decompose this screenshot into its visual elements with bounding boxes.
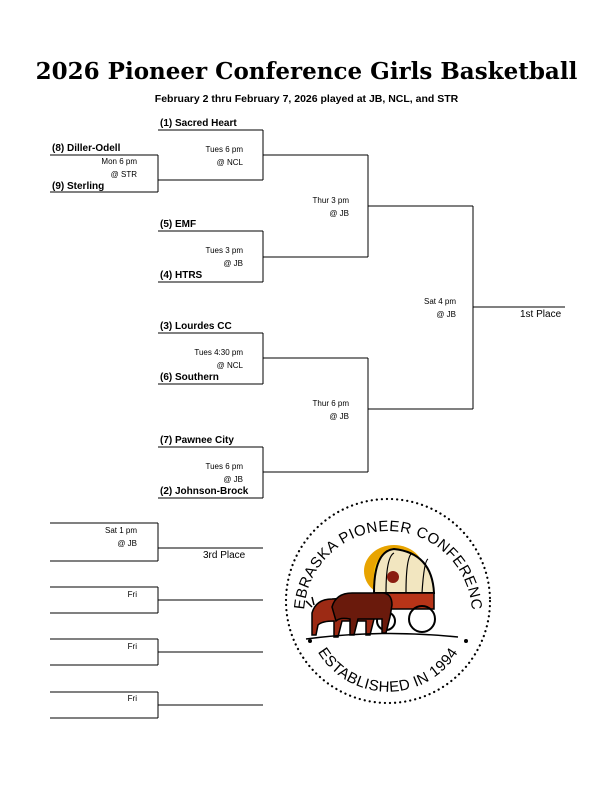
game-time: Fri <box>128 589 137 602</box>
game-time: Sat 4 pm <box>424 296 456 309</box>
third-place-label: 3rd Place <box>203 550 245 561</box>
game-info-tue3: Tues 4:30 pm @ NCL <box>194 347 243 372</box>
team-pawnee-city: (7) Pawnee City <box>160 435 234 446</box>
game-time: Tues 6 pm <box>206 461 244 474</box>
team-diller-odell: (8) Diller-Odell <box>52 143 120 154</box>
game-site: @ JB <box>206 474 244 487</box>
game-time: Tues 6 pm <box>206 144 244 157</box>
game-info-fri3: Fri <box>128 693 137 706</box>
game-site: @ NCL <box>194 360 243 373</box>
game-time: Fri <box>128 641 137 654</box>
team-sterling: (9) Sterling <box>52 181 104 192</box>
game-info-fri2: Fri <box>128 641 137 654</box>
team-htrs: (4) HTRS <box>160 270 202 281</box>
team-sacred-heart: (1) Sacred Heart <box>160 118 237 129</box>
team-southern: (6) Southern <box>160 372 219 383</box>
team-johnson-brock: (2) Johnson-Brock <box>160 486 248 497</box>
game-site: @ STR <box>101 169 137 182</box>
game-time: Sat 1 pm <box>105 525 137 538</box>
game-time: Thur 6 pm <box>313 398 349 411</box>
game-site: @ JB <box>313 208 349 221</box>
game-info-sat1: Sat 1 pm @ JB <box>105 525 137 550</box>
game-info-mon: Mon 6 pm @ STR <box>101 156 137 181</box>
first-place-label: 1st Place <box>520 309 561 320</box>
game-info-tue4: Tues 6 pm @ JB <box>206 461 244 486</box>
game-info-tue2: Tues 3 pm @ JB <box>206 245 244 270</box>
game-info-tue1: Tues 6 pm @ NCL <box>206 144 244 169</box>
game-site: @ JB <box>206 258 244 271</box>
game-site: @ JB <box>313 411 349 424</box>
game-info-thu1: Thur 3 pm @ JB <box>313 195 349 220</box>
game-time: Mon 6 pm <box>101 156 137 169</box>
game-time: Tues 3 pm <box>206 245 244 258</box>
game-site: @ NCL <box>206 157 244 170</box>
game-time: Thur 3 pm <box>313 195 349 208</box>
team-emf: (5) EMF <box>160 219 196 230</box>
game-site: @ JB <box>424 309 456 322</box>
game-info-sat4: Sat 4 pm @ JB <box>424 296 456 321</box>
game-time: Fri <box>128 693 137 706</box>
game-time: Tues 4:30 pm <box>194 347 243 360</box>
team-lourdes-cc: (3) Lourdes CC <box>160 321 232 332</box>
game-site: @ JB <box>105 538 137 551</box>
game-info-thu2: Thur 6 pm @ JB <box>313 398 349 423</box>
game-info-fri1: Fri <box>128 589 137 602</box>
